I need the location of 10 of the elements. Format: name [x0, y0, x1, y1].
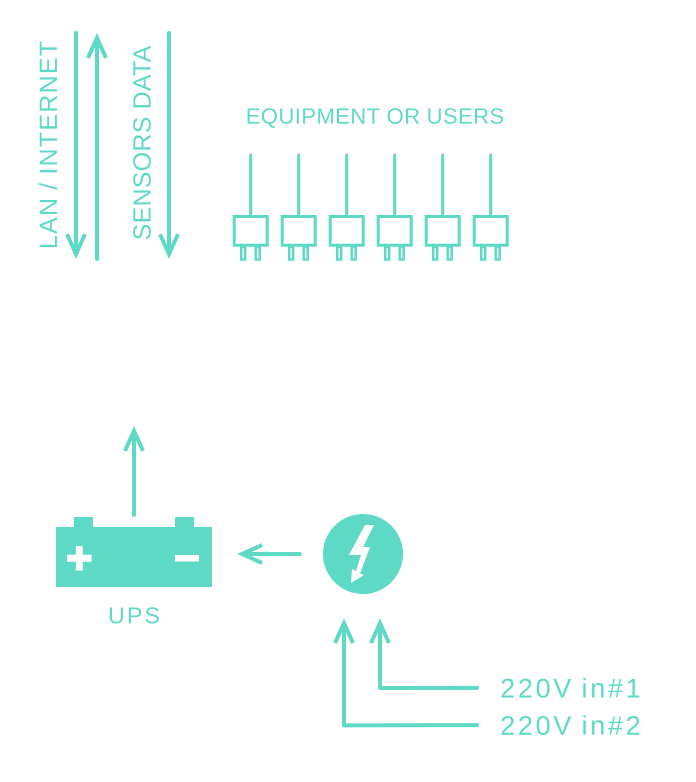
arrow: [123, 426, 145, 517]
vertical-label: SENSORS DATA: [133, 46, 151, 240]
heading: EQUIPMENT OR USERS: [248, 108, 504, 128]
arrow: [237, 543, 302, 565]
text-label: 220V in#1: [502, 678, 640, 698]
text-label: 220V in#2: [502, 715, 640, 736]
arrow: [333, 618, 479, 728]
node-label: UPS: [110, 607, 159, 624]
arrow: [369, 618, 479, 690]
vertical-label: LAN / INTERNET: [38, 42, 58, 248]
